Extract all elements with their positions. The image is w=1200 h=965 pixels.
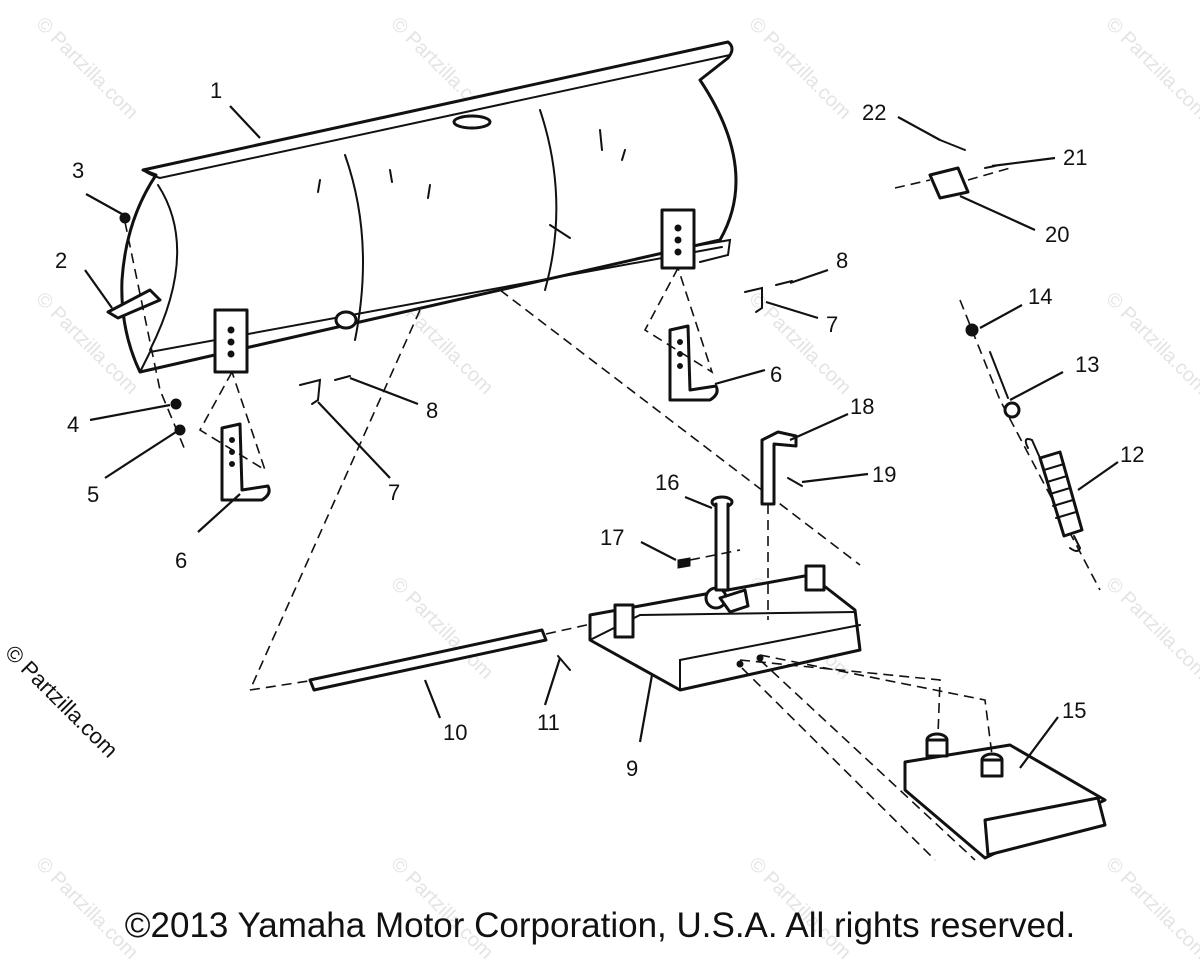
pin-8-left: [334, 375, 351, 381]
pin-8-right: [775, 280, 793, 286]
part-label: 12: [1120, 442, 1144, 467]
blade-mount-bracket-left: [213, 308, 249, 374]
part-label: 10: [443, 720, 467, 745]
part-label: 7: [388, 480, 400, 505]
watermark: © Partzilla.com: [1101, 288, 1200, 399]
part-label: 11: [537, 710, 560, 735]
nut-4: [170, 398, 182, 410]
mount-bracket-right: [668, 324, 719, 402]
part-label: 14: [1028, 284, 1052, 309]
part-label: 8: [836, 248, 848, 273]
hitch-axis-3: [759, 659, 976, 861]
part-label: 9: [626, 756, 638, 781]
bracket-axis-left: [198, 371, 267, 472]
part-label: 22: [862, 100, 886, 125]
clip-7-left: [299, 378, 322, 405]
watermark: © Partzilla.com: [31, 13, 142, 124]
copyright-notice: ©2013 Yamaha Motor Corporation, U.S.A. A…: [124, 906, 1076, 945]
clip-7-right: [744, 286, 763, 313]
part-label: 21: [1063, 145, 1087, 170]
part-label: 2: [55, 248, 67, 273]
part-label: 4: [67, 412, 79, 437]
handle-axis: [894, 167, 1011, 189]
part-label: 15: [1062, 698, 1086, 723]
handle-grip: [928, 166, 970, 200]
spring-eye-bolt: [989, 351, 1021, 419]
frame-axis-line-3: [249, 679, 316, 691]
tension-spring: [1024, 438, 1084, 552]
watermark: © Partzilla.com: [1101, 13, 1200, 124]
part-label: 19: [872, 462, 896, 487]
part-label: 5: [87, 482, 99, 507]
part-label: 3: [72, 158, 84, 183]
frame-axis-line-2: [499, 289, 861, 566]
spring-nut: [965, 323, 979, 337]
handle-screw: [939, 139, 966, 151]
hitch-axis-4: [741, 667, 936, 861]
bracket-axis-right: [643, 267, 714, 374]
frame-axis-line-1: [249, 309, 421, 691]
part-label: 6: [770, 362, 782, 387]
blade-mount-bracket-right: [660, 208, 696, 270]
part-label: 13: [1075, 352, 1099, 377]
watermark: © Partzilla.com: [744, 13, 855, 124]
mount-bracket-left: [220, 422, 271, 502]
hitch-axis-2: [759, 654, 993, 756]
nut-axis: [689, 549, 741, 561]
part-label: 17: [600, 525, 624, 550]
watermark: © Partzilla.com: [1101, 573, 1200, 684]
bolt-axis-left: [124, 221, 186, 451]
frame-bolt: [710, 495, 734, 592]
part-label: 1: [210, 78, 222, 103]
pivot-shaft: [308, 628, 548, 692]
part-labels: 1 2 3 4 5 6 6 7 7 8 8 9 10 11 12 13 14 1…: [55, 78, 1144, 781]
part-label: 20: [1045, 222, 1069, 247]
frame-nut: [677, 557, 691, 569]
part-label: 6: [175, 548, 187, 573]
shaft-axis: [545, 621, 601, 635]
part-label: 7: [826, 312, 838, 337]
leader-lines: [84, 105, 1119, 769]
part-label: 8: [426, 398, 438, 423]
lock-pin-clip: [787, 477, 803, 487]
hitch-axis-1: [739, 659, 941, 736]
hitch-bracket: [903, 732, 1107, 860]
part-label: 16: [655, 470, 679, 495]
part-label: 18: [850, 394, 874, 419]
lock-pin: [760, 430, 798, 506]
skid-shoe: [106, 288, 162, 320]
